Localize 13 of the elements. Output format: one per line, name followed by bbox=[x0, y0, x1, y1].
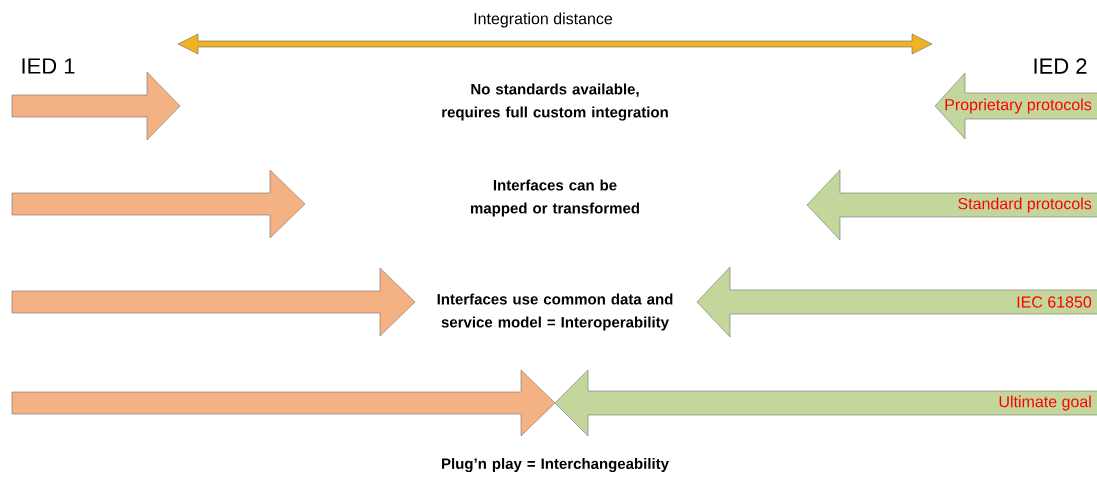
statement-text: No standards available, requires full custom integration bbox=[442, 83, 668, 121]
pointed-band: IEC 61850 bbox=[696, 266, 1097, 338]
pointed-band bbox=[11, 369, 556, 437]
pointed-band: Ultimate goal bbox=[554, 369, 1097, 437]
device-label: IED 2 bbox=[1034, 58, 1087, 74]
statement-text: Interfaces use common data and service model = Interoperability bbox=[437, 293, 673, 331]
device-label: IED 1 bbox=[22, 58, 75, 74]
pointed-band: Standard protocols bbox=[806, 169, 1097, 241]
statement-text: Plug’n play = Interchangeability bbox=[442, 458, 669, 473]
statement-text: Interfaces can be mapped or transformed bbox=[471, 179, 639, 217]
pointed-band bbox=[11, 169, 306, 239]
distance-scale-drawing: Integration distance bbox=[177, 12, 933, 55]
pointed-band bbox=[11, 267, 416, 337]
